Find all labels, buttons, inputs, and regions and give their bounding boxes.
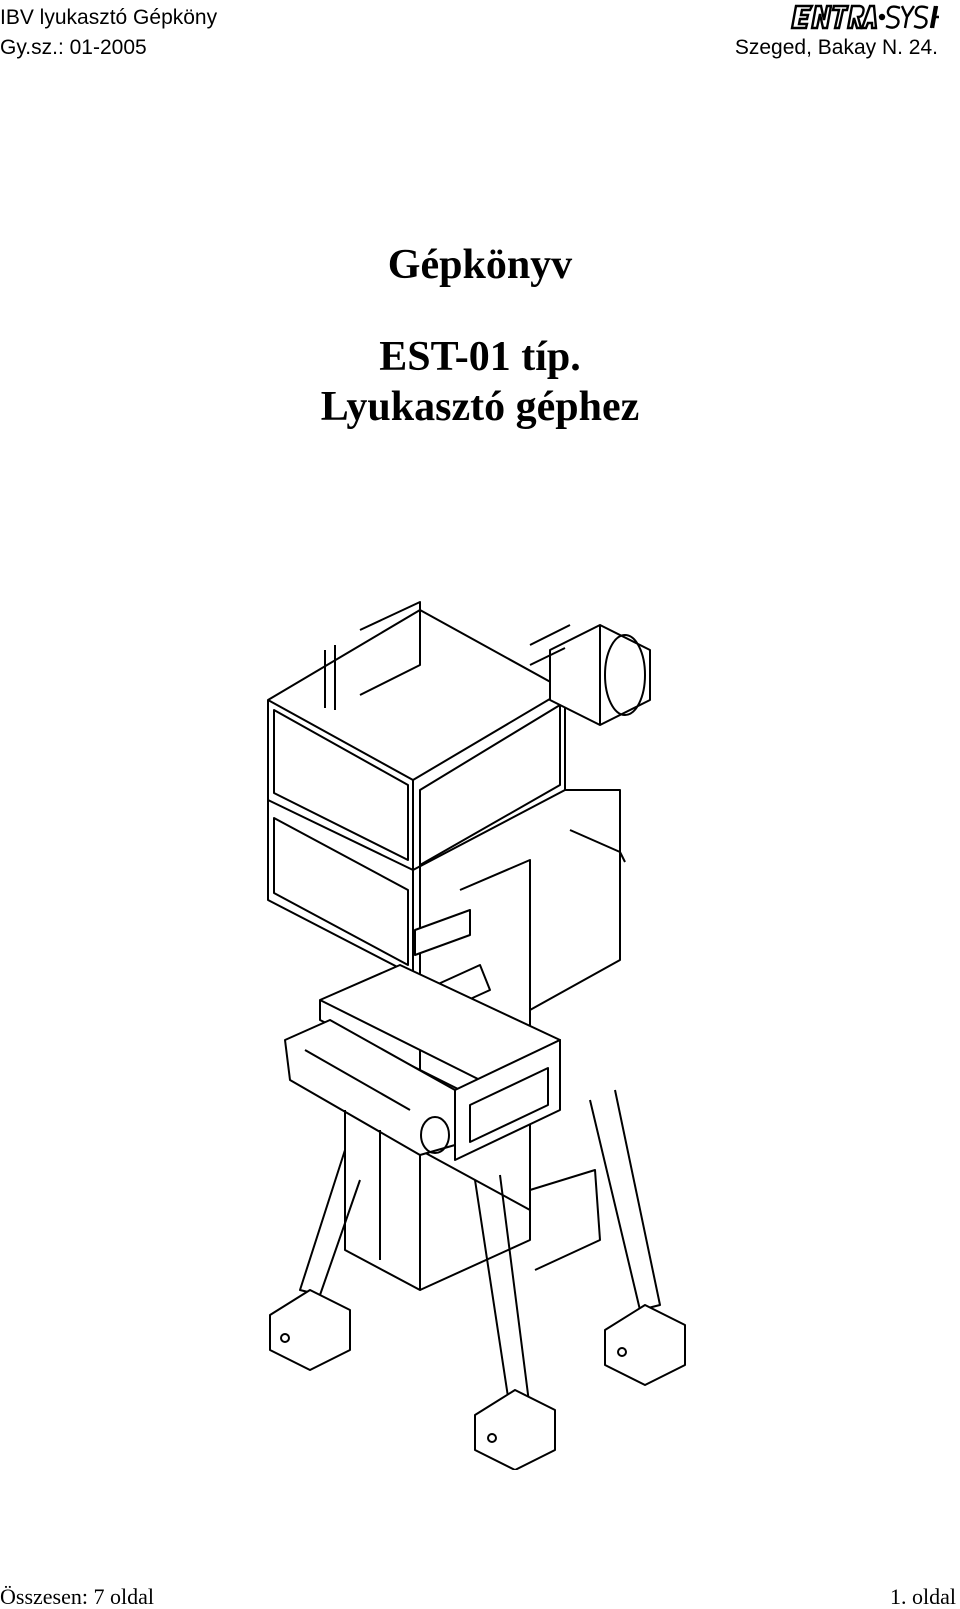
address: Szeged, Bakay N. 24. <box>734 36 938 59</box>
title-main: Gépkönyv <box>0 240 960 290</box>
total-pages: Összesen: 7 oldal <box>0 1584 154 1609</box>
company-logo <box>790 2 940 37</box>
page-number: 1. oldal <box>890 1584 956 1609</box>
title-line2: Lyukasztó géphez <box>320 384 640 430</box>
punching-machine-drawing <box>230 590 740 1475</box>
doc-title: IBV lyukasztó Gépköny <box>0 6 218 29</box>
title-line1: EST-01 típ. <box>379 334 581 380</box>
doc-number: Gy.sz.: 01-2005 <box>0 36 147 59</box>
title-main-text: Gépkönyv <box>387 242 573 288</box>
